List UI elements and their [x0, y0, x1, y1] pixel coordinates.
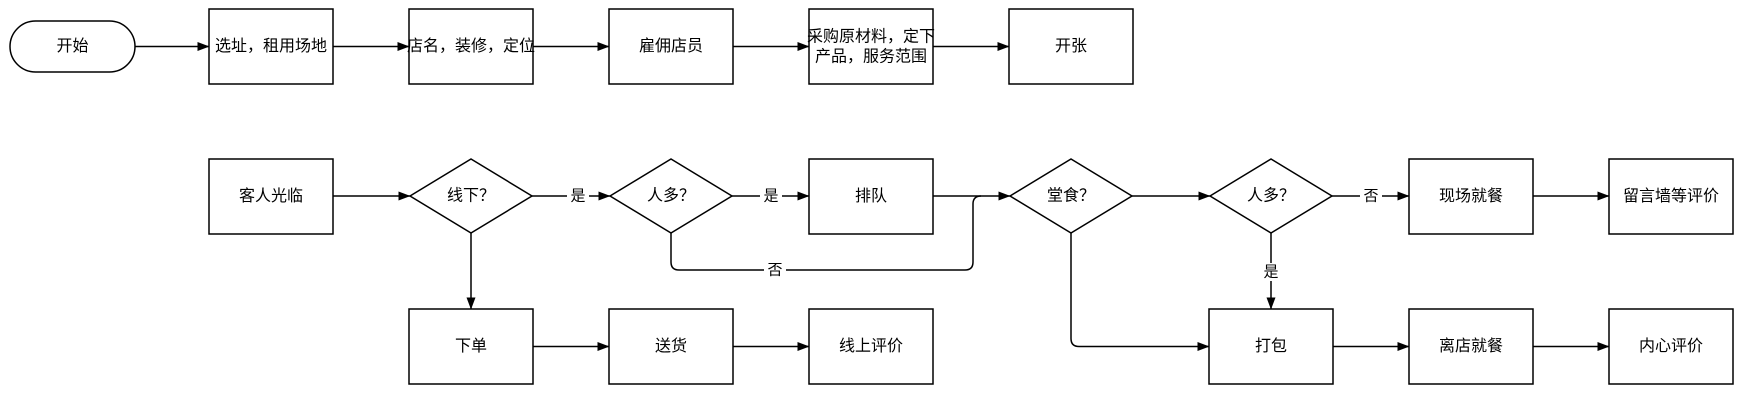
decision-crowded-2-label: 人多？: [1247, 187, 1295, 205]
edge-label-offline-yes: 是: [570, 188, 585, 205]
node-inner-review: 内心评价: [1608, 308, 1734, 385]
node-store-name: 店名，装修，定位: [407, 8, 535, 85]
node-open: 开张: [1008, 8, 1134, 85]
node-online-review: 线上评价: [808, 308, 934, 385]
node-purchase-label-line2: 产品，服务范围: [815, 48, 927, 66]
decision-offline: 线下？: [408, 158, 534, 234]
deliver-shape: [608, 308, 734, 385]
node-wall-review: 留言墙等评价: [1608, 158, 1734, 235]
label-bg-crowded1-no: [764, 261, 786, 279]
label-bg-offline-yes: [567, 187, 589, 205]
customer-shape: [208, 158, 334, 235]
node-customer-label: 客人光临: [239, 187, 303, 205]
edge-label-crowded2-yes: 是: [1263, 264, 1278, 281]
node-leave-dine-label: 离店就餐: [1439, 337, 1503, 355]
start-terminator-shape: [9, 20, 136, 73]
edge-crowded1-no-merge: [670, 195, 982, 271]
node-hire-staff: 雇佣店员: [608, 8, 734, 85]
decision-crowded-1: 人多？: [608, 158, 734, 234]
place-order-shape: [408, 308, 534, 385]
node-queue-label: 排队: [855, 187, 887, 205]
decision-crowded-1-label: 人多？: [647, 187, 695, 205]
decision-offline-label: 线下？: [447, 187, 495, 205]
node-pack-label: 打包: [1255, 337, 1287, 355]
edge-labels: 是 是 否 否 是: [567, 187, 1382, 281]
node-purchase-label-line1: 采购原材料，定下: [807, 28, 935, 46]
node-customer: 客人光临: [208, 158, 334, 235]
crowded1-diamond-shape: [608, 158, 734, 234]
onsite-dining-shape: [1408, 158, 1534, 235]
decision-dine-in: 堂食？: [1008, 158, 1134, 234]
purchase-shape: [808, 8, 934, 85]
edge-label-crowded1-no: 否: [767, 262, 782, 279]
node-pack: 打包: [1208, 308, 1334, 385]
node-place-order-label: 下单: [455, 337, 487, 355]
node-queue: 排队: [808, 158, 934, 235]
leave-dine-shape: [1408, 308, 1534, 385]
node-leave-dine: 离店就餐: [1408, 308, 1534, 385]
store-name-shape: [408, 8, 534, 85]
wall-review-shape: [1608, 158, 1734, 235]
edge-label-crowded1-yes: 是: [763, 188, 778, 205]
decision-dine-in-label: 堂食？: [1047, 187, 1095, 205]
node-deliver: 送货: [608, 308, 734, 385]
node-choose-site: 选址，租用场地: [208, 8, 334, 85]
choose-site-shape: [208, 8, 334, 85]
hire-staff-shape: [608, 8, 734, 85]
dine-in-diamond-shape: [1008, 158, 1134, 234]
edge-label-crowded2-no: 否: [1363, 188, 1378, 205]
node-place-order: 下单: [408, 308, 534, 385]
edges: [135, 42, 1610, 351]
node-deliver-label: 送货: [655, 337, 687, 355]
node-wall-review-label: 留言墙等评价: [1623, 187, 1719, 205]
node-start-label: 开始: [56, 37, 88, 55]
node-onsite-dining: 现场就餐: [1408, 158, 1534, 235]
node-hire-staff-label: 雇佣店员: [639, 37, 703, 55]
online-review-shape: [808, 308, 934, 385]
label-bg-crowded1-yes: [760, 187, 782, 205]
node-inner-review-label: 内心评价: [1639, 337, 1703, 355]
pack-shape: [1208, 308, 1334, 385]
open-shape: [1008, 8, 1134, 85]
node-onsite-dining-label: 现场就餐: [1439, 187, 1503, 205]
node-start: 开始: [9, 20, 136, 73]
label-bg-crowded2-no: [1360, 187, 1382, 205]
node-online-review-label: 线上评价: [839, 337, 903, 355]
node-open-label: 开张: [1055, 37, 1087, 55]
crowded2-diamond-shape: [1208, 158, 1334, 234]
decision-crowded-2: 人多？: [1208, 158, 1334, 234]
node-store-name-label: 店名，装修，定位: [407, 37, 535, 55]
offline-diamond-shape: [408, 158, 534, 234]
node-purchase: 采购原材料，定下 产品，服务范围: [807, 8, 935, 85]
node-choose-site-label: 选址，租用场地: [215, 37, 327, 55]
label-bg-crowded2-yes: [1260, 263, 1282, 281]
inner-review-shape: [1608, 308, 1734, 385]
edge-dine-in-no-to-pack: [1070, 233, 1210, 351]
queue-shape: [808, 158, 934, 235]
